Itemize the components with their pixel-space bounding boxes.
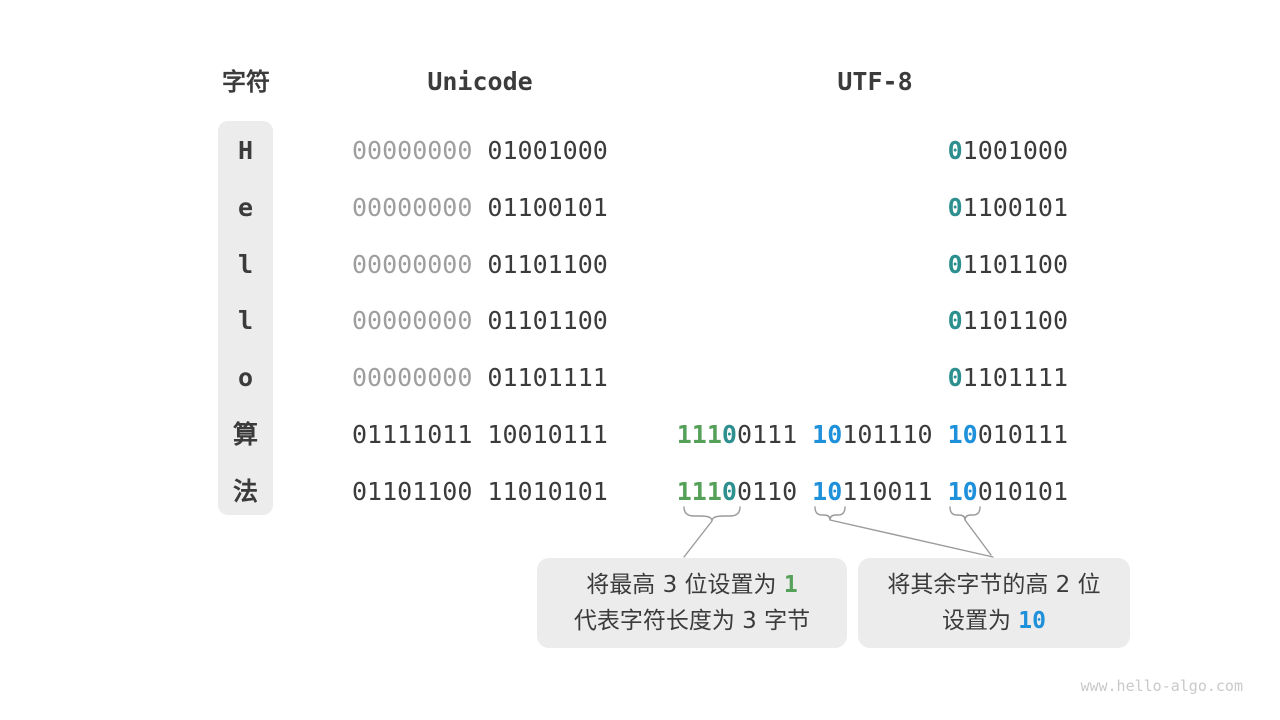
- utf8-continuation-bits: 10: [812, 420, 843, 449]
- character-column-background: [218, 121, 273, 515]
- unicode-low-byte: 01101111: [487, 363, 608, 392]
- highlight-bits-10: 10: [1018, 608, 1046, 634]
- highlight-bit-1: 1: [783, 572, 798, 598]
- utf8-continuation-bits: 10: [947, 420, 978, 449]
- utf8-cell: 01101111: [948, 362, 1068, 394]
- column-header-unicode: Unicode: [427, 67, 533, 96]
- callout-line: 代表字符长度为 3 字节: [537, 603, 847, 639]
- unicode-cell: 00000000 01100101: [352, 192, 608, 224]
- connector-line-right-callout-a: [829, 519, 994, 558]
- callout-text: 代表字符长度为 3 字节: [573, 608, 811, 634]
- utf8-payload-bits: 1101100: [962, 306, 1068, 335]
- utf8-payload-bits: 0110: [736, 477, 798, 506]
- utf8-payload-bits: 0111: [736, 420, 798, 449]
- utf8-payload-bits: 1101111: [962, 363, 1068, 392]
- unicode-high-byte: 00000000: [352, 193, 473, 222]
- character-cell: l: [237, 250, 254, 279]
- connector-line-left-callout: [683, 520, 713, 558]
- utf8-prefix-bit: 0: [947, 306, 963, 335]
- character-cell: 算: [232, 420, 258, 449]
- utf8-payload-bits: 010101: [977, 477, 1068, 506]
- unicode-low-byte: 11010101: [487, 477, 608, 506]
- utf8-cell: 01100101: [948, 192, 1068, 224]
- utf8-prefix-bit: 0: [947, 363, 963, 392]
- unicode-low-byte: 10010111: [487, 420, 608, 449]
- unicode-low-byte: 01100101: [487, 193, 608, 222]
- callout-text: 将其余字节的高 2 位: [887, 572, 1101, 598]
- utf8-cell: 01101100: [948, 305, 1068, 337]
- unicode-low-byte: 01001000: [487, 136, 608, 165]
- utf8-payload-bits: 110011: [842, 477, 933, 506]
- watermark-url: www.hello-algo.com: [1080, 677, 1243, 695]
- underbrace-continuation-2: [949, 506, 981, 521]
- utf8-cell: 01101100: [948, 249, 1068, 281]
- column-header-character: 字符: [222, 68, 270, 96]
- utf8-terminator-bit: 0: [721, 420, 737, 449]
- callout-line: 将最高 3 位设置为 1: [537, 567, 847, 603]
- utf8-payload-bits: 1001000: [962, 136, 1068, 165]
- utf8-payload-bits: 1101100: [962, 250, 1068, 279]
- unicode-cell: 01101100 11010101: [352, 476, 608, 508]
- unicode-high-byte: 00000000: [352, 136, 473, 165]
- column-header-utf8: UTF-8: [837, 67, 913, 96]
- character-cell: H: [237, 136, 254, 165]
- callout-continuation-bits: 将其余字节的高 2 位 设置为 10: [858, 558, 1130, 648]
- unicode-high-byte: 00000000: [352, 250, 473, 279]
- unicode-high-byte: 01101100: [352, 477, 473, 506]
- callout-text: 设置为: [941, 608, 1019, 634]
- utf8-prefix-bit: 0: [947, 136, 963, 165]
- unicode-high-byte: 00000000: [352, 306, 473, 335]
- unicode-cell: 00000000 01101100: [352, 305, 608, 337]
- utf8-cell: 01001000: [948, 135, 1068, 167]
- utf8-payload-bits: 101110: [842, 420, 933, 449]
- utf8-length-bits: 111: [676, 477, 722, 506]
- unicode-high-byte: 00000000: [352, 363, 473, 392]
- utf8-prefix-bit: 0: [947, 193, 963, 222]
- utf8-continuation-bits: 10: [947, 477, 978, 506]
- connector-line-right-callout-b: [964, 519, 992, 556]
- unicode-low-byte: 01101100: [487, 250, 608, 279]
- character-cell: o: [237, 363, 254, 392]
- utf8-payload-bits: 1100101: [962, 193, 1068, 222]
- callout-line: 设置为 10: [858, 603, 1130, 639]
- character-cell: l: [237, 306, 254, 335]
- unicode-cell: 00000000 01101100: [352, 249, 608, 281]
- unicode-cell: 00000000 01101111: [352, 362, 608, 394]
- unicode-cell: 00000000 01001000: [352, 135, 608, 167]
- callout-text: 将最高 3 位设置为: [586, 572, 784, 598]
- utf8-terminator-bit: 0: [721, 477, 737, 506]
- underbrace-continuation-1: [814, 506, 846, 521]
- callout-length-bits: 将最高 3 位设置为 1 代表字符长度为 3 字节: [537, 558, 847, 648]
- utf8-continuation-bits: 10: [812, 477, 843, 506]
- unicode-low-byte: 01101100: [487, 306, 608, 335]
- unicode-high-byte: 01111011: [352, 420, 473, 449]
- utf8-length-bits: 111: [676, 420, 722, 449]
- callout-line: 将其余字节的高 2 位: [858, 567, 1130, 603]
- unicode-cell: 01111011 10010111: [352, 419, 608, 451]
- utf8-payload-bits: 010111: [977, 420, 1068, 449]
- character-cell: 法: [232, 477, 258, 506]
- underbrace-length-bits: [683, 506, 741, 522]
- utf8-prefix-bit: 0: [947, 250, 963, 279]
- character-cell: e: [237, 193, 254, 222]
